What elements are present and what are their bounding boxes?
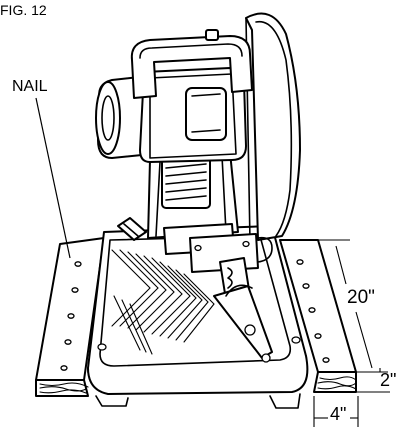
figure-label: FIG. 12 (0, 2, 47, 18)
left-board (35, 237, 105, 397)
dimension-width-label: 4" (330, 404, 347, 424)
nail-hole-group-right (296, 259, 330, 363)
lock-pin (117, 217, 147, 241)
nail-label: NAIL (12, 78, 48, 95)
nail-leader-line (35, 97, 71, 259)
nail-hole-group-left (60, 261, 82, 371)
dimension-length-label: 20" (347, 287, 375, 308)
dimension-lines (313, 239, 390, 427)
vise-lever (213, 284, 273, 363)
motor-housing (95, 67, 247, 163)
saw-handle (130, 29, 253, 99)
base-chevron-pattern (111, 249, 215, 355)
dimension-thickness-label: 2" (380, 370, 397, 390)
